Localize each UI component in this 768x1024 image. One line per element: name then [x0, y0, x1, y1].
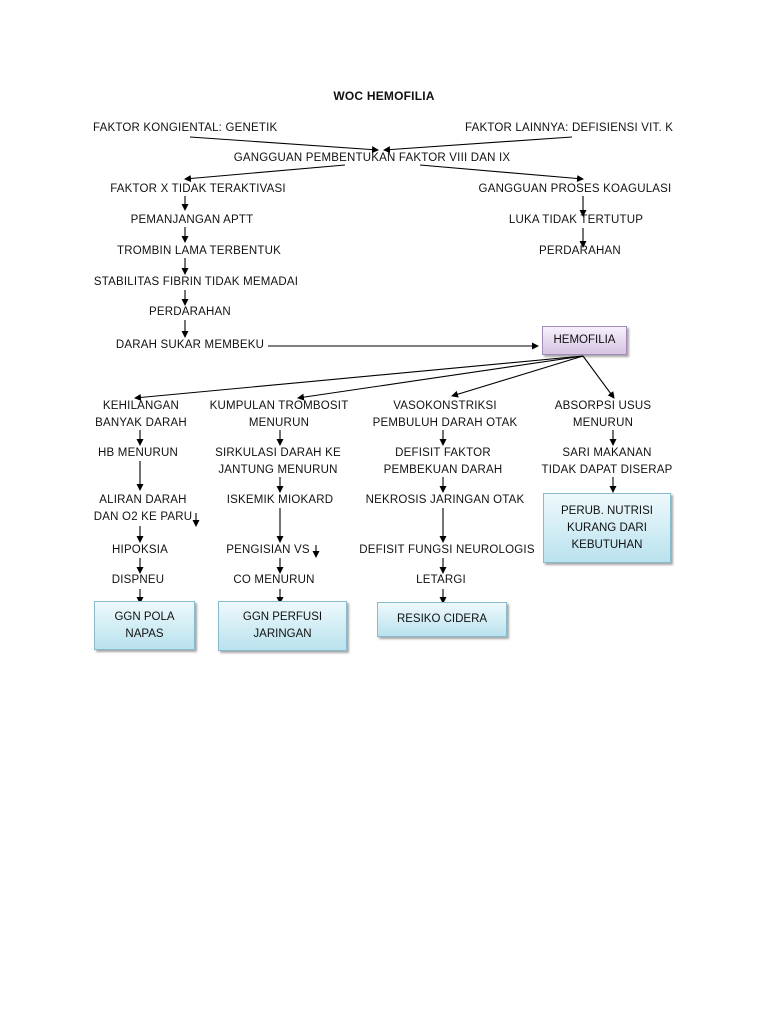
col4-sari-makanan: SARI MAKANAN TIDAK DAPAT DISERAP	[541, 447, 673, 476]
hemofilia-label: HEMOFILIA	[553, 334, 616, 346]
col1-dispneu: DISPNEU	[111, 574, 165, 586]
arrow-hemofilia-to-col1	[134, 355, 584, 401]
col3-defisit-faktor: DEFISIT FAKTOR PEMBEKUAN DARAH	[383, 447, 503, 476]
arrow-hemofilia-to-col2	[297, 355, 584, 401]
cause-defisiensi-vit-k: FAKTOR LAINNYA: DEFISIENSI VIT. K	[465, 122, 674, 134]
luka-tidak-tertutup: LUKA TIDAK TERTUTUP	[508, 214, 644, 226]
faktor-x-tidak-teraktivasi: FAKTOR X TIDAK TERAKTIVASI	[110, 183, 286, 195]
col1-hipoksia: HIPOKSIA	[112, 544, 168, 556]
col4-absorpsi-usus: ABSORPSI USUS MENURUN	[554, 400, 652, 429]
col1-diagnosis-box: GGN POLA NAPAS	[94, 601, 195, 650]
arrow-hemofilia-to-col3	[451, 355, 584, 398]
cause-genetik: FAKTOR KONGIENTAL: GENETIK	[93, 122, 278, 134]
arrow-gangguan-to-koagulasi	[419, 164, 584, 182]
col2-pengisian-vs: PENGISIAN VS	[226, 544, 310, 556]
col1-kehilangan-banyak-darah: KEHILANGAN BANYAK DARAH	[95, 400, 187, 429]
darah-sukar-membeku: DARAH SUKAR MEMBEKU	[115, 339, 265, 351]
arrow-genetik-to-gangguan	[189, 136, 379, 154]
col4-diagnosis-box: PERUB. NUTRISI KURANG DARI KEBUTUHAN	[543, 493, 671, 563]
gangguan-proses-koagulasi: GANGGUAN PROSES KOAGULASI	[478, 183, 672, 195]
perdarahan-right: PERDARAHAN	[539, 245, 621, 257]
col3-nekrosis: NEKROSIS JARINGAN OTAK	[365, 494, 525, 506]
col1-aliran-darah: ALIRAN DARAH DAN O2 KE PARU	[93, 494, 193, 523]
col1-hb-menurun: HB MENURUN	[98, 447, 178, 459]
col3-defisit-fungsi-neurologis: DEFISIT FUNGSI NEUROLOGIS	[359, 544, 535, 556]
col2-kumpulan-trombosit: KUMPULAN TROMBOSIT MENURUN	[209, 400, 349, 429]
arrow-vitk-to-gangguan	[383, 136, 573, 154]
col2-diagnosis-box: GGN PERFUSI JARINGAN	[218, 601, 347, 651]
col3-diagnosis-box: RESIKO CIDERA	[377, 602, 507, 637]
col2-iskemik-miokard: ISKEMIK MIOKARD	[226, 494, 334, 506]
gangguan-pembentukan-faktor: GANGGUAN PEMBENTUKAN FAKTOR VIII DAN IX	[233, 152, 511, 164]
col3-letargi: LETARGI	[416, 574, 466, 586]
diagram-title: WOC HEMOFILIA	[333, 89, 435, 103]
perdarahan-left: PERDARAHAN	[149, 306, 231, 318]
trombin-lama-terbentuk: TROMBIN LAMA TERBENTUK	[117, 245, 281, 257]
arrow-hemofilia-to-col4	[582, 355, 615, 399]
arrow-gangguan-to-faktorx	[184, 164, 346, 182]
pemanjangan-aptt: PEMANJANGAN APTT	[130, 214, 254, 226]
col2-sirkulasi-darah: SIRKULASI DARAH KE JANTUNG MENURUN	[215, 447, 341, 476]
stabilitas-fibrin: STABILITAS FIBRIN TIDAK MEMADAI	[93, 276, 299, 288]
hemofilia-box: HEMOFILIA	[542, 326, 627, 355]
col3-vasokonstriksi: VASOKONSTRIKSI PEMBULUH DARAH OTAK	[372, 400, 518, 429]
col2-co-menurun: CO MENURUN	[233, 574, 315, 586]
